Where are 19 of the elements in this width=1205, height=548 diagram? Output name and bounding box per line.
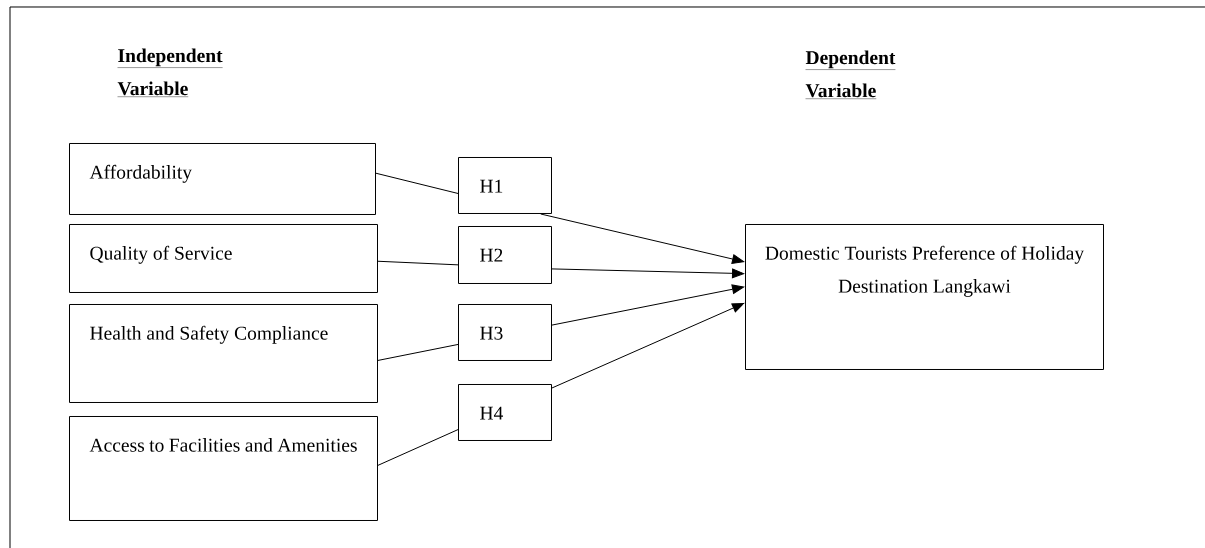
hypothesis-box: H2 [458, 226, 552, 284]
variable-box: Health and Safety Compliance [69, 304, 378, 403]
connector-line [375, 172, 459, 194]
hypothesis-box: H1 [458, 157, 552, 214]
heading: Dependent Variable [805, 50, 896, 99]
connector-line [377, 429, 459, 466]
arrow [551, 268, 745, 279]
outcome-box: Domestic Tourists Preference of Holiday Destination Langkawi [745, 224, 1104, 370]
arrow [540, 213, 745, 264]
arrow [551, 302, 745, 389]
arrow [551, 284, 745, 326]
variable-box: Access to Facilities and Amenities [69, 416, 378, 521]
connector-line [377, 260, 459, 266]
variable-box: Quality of Service [69, 224, 378, 293]
heading: Independent Variable [117, 48, 223, 97]
variable-box: Affordability [69, 143, 376, 215]
hypothesis-box: H3 [458, 304, 552, 361]
hypothesis-box: H4 [458, 384, 552, 441]
connector-line [377, 343, 459, 361]
